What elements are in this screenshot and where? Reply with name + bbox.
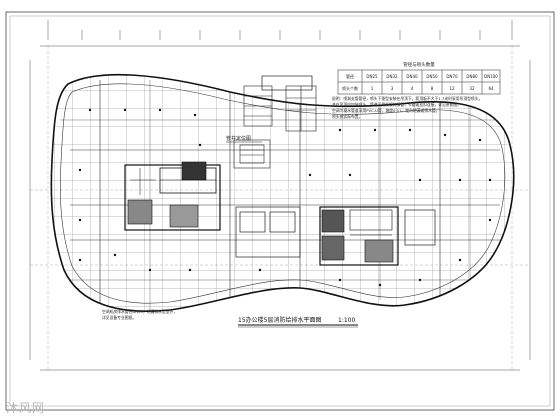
table-cell: DN32	[386, 74, 398, 79]
floor-interior	[51, 74, 514, 312]
watermark: 沐风网	[6, 401, 46, 415]
detail-blocks	[233, 85, 317, 169]
table-cell: 12	[449, 86, 455, 91]
sprinkler-heads	[78, 108, 492, 287]
table-cell: 3	[391, 86, 394, 91]
bottom-note-line-1: 空调机房排水管径DN50，地漏排水至室外，	[102, 309, 177, 314]
table-cell: DN70	[446, 74, 458, 79]
table-title: 管径与喷头数量	[403, 61, 435, 68]
table-cell: 1	[371, 86, 374, 91]
table-cell: DN25	[366, 74, 378, 79]
pipe-size-table	[337, 69, 501, 95]
note-line: 空调冷凝水管道采用PVC-U管，坡度0.01，坡向地漏或排水管。	[332, 108, 439, 113]
outer-frame	[5, 11, 555, 411]
left-core	[124, 161, 221, 231]
table-cell: 8	[431, 86, 434, 91]
table-cells: 管径 DN25 DN32 DN40 DN50 DN70 DN80 DN100 喷头个数 1 3 4 8 1…	[342, 73, 498, 91]
table-cell: 管径	[346, 73, 354, 79]
table-cell: 64	[488, 86, 494, 91]
middle-rooms	[235, 75, 436, 258]
note-line: 并在吊顶内加装喷头，管道采用热镀锌钢管，卡箍或丝扣连接，详见系统图。	[332, 102, 461, 107]
table-cell: DN50	[426, 74, 438, 79]
building-outline	[50, 73, 515, 313]
drawing-title: 15办公楼5层消防给排水平面图	[238, 316, 321, 324]
table-cell: 32	[469, 86, 475, 91]
table-cell: 喷头个数	[342, 85, 358, 91]
note-line: 说明：喷淋支管管径，喷头下垂型安装在吊顶下，距顶板不大于1.7米时采用吊顶型喷头…	[332, 96, 482, 101]
right-core	[319, 206, 399, 266]
shaft-location-label: 管井定位图	[226, 135, 251, 142]
table-cell: DN100	[484, 74, 498, 79]
table-cell: 4	[411, 86, 414, 91]
bottom-note-line-2: 详见设备专业图纸。	[102, 315, 136, 320]
table-cell: DN80	[466, 74, 478, 79]
table-cell: DN40	[406, 74, 418, 79]
note-line: 喷头按实际布置。	[332, 114, 362, 119]
drawing-scale: 1:100	[338, 317, 355, 324]
top-axis-ticks	[29, 20, 531, 371]
design-notes: 说明：喷淋支管管径，喷头下垂型安装在吊顶下，距顶板不大于1.7米时采用吊顶型喷头…	[332, 96, 482, 119]
